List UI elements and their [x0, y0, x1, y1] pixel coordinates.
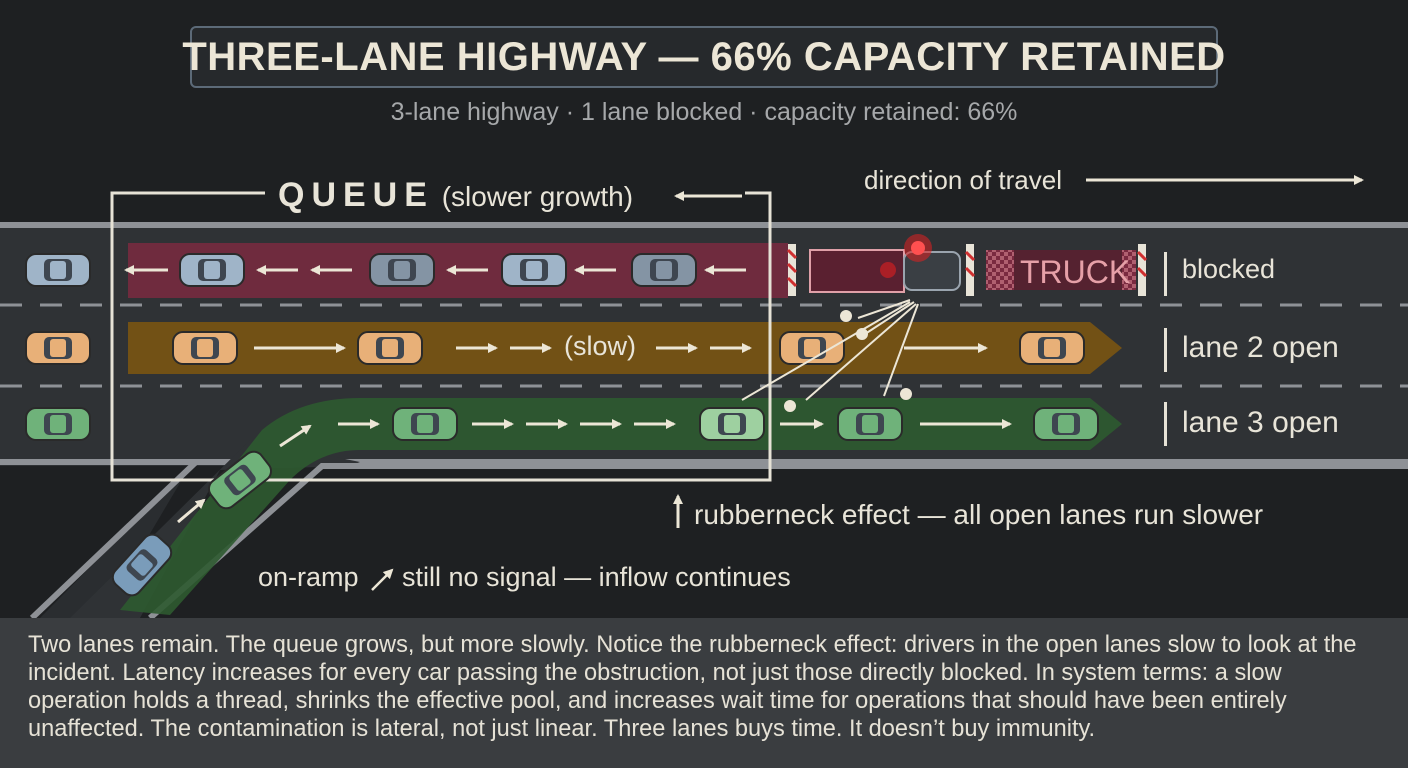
car — [1033, 407, 1099, 441]
car — [357, 331, 423, 365]
lane1-label: blocked — [1182, 254, 1276, 284]
car — [111, 533, 173, 597]
title-box: THREE-LANE HIGHWAY — 66% CAPACITY RETAIN… — [182, 26, 1225, 88]
rubberneck-label: rubberneck effect — all open lanes run s… — [694, 499, 1264, 530]
car — [837, 407, 903, 441]
car — [25, 331, 91, 365]
queue-word: QUEUE — [278, 176, 434, 214]
car — [631, 253, 697, 287]
car — [25, 253, 91, 287]
car — [501, 253, 567, 287]
direction-label: direction of travel — [864, 165, 1062, 195]
truck-body-hatch — [986, 250, 1014, 290]
car — [369, 253, 435, 287]
subtitle: 3-lane highway · 1 lane blocked · capaci… — [390, 98, 1018, 126]
lane2-label: lane 2 open — [1182, 331, 1339, 364]
description-panel: Two lanes remain. The queue grows, but m… — [0, 618, 1408, 768]
rubberneck-lines — [741, 299, 919, 412]
lane3-arrows — [177, 419, 1012, 524]
truck-label: TRUCK — [1020, 254, 1130, 290]
lane3-label: lane 3 open — [1182, 406, 1339, 439]
onramp-arrow-icon — [371, 568, 394, 591]
car — [699, 407, 765, 441]
incident: TRUCK — [786, 234, 1148, 296]
queue-box — [110, 191, 772, 482]
car — [207, 450, 273, 510]
description-text: Two lanes remain. The queue grows, but m… — [28, 632, 1357, 742]
car — [172, 331, 238, 365]
onramp-label-b: still no signal — inflow continues — [402, 562, 791, 592]
cars — [25, 253, 1099, 597]
car — [25, 407, 91, 441]
queue-label: QUEUE (slower growth) — [278, 176, 633, 215]
slow-label: (slow) — [564, 331, 636, 361]
onramp-label-a: on-ramp — [258, 562, 359, 592]
car — [1019, 331, 1085, 365]
lane3-band — [120, 398, 1122, 615]
lane-label-ticks — [1164, 252, 1167, 446]
queue-note: (slower growth) — [441, 181, 634, 212]
page-title: THREE-LANE HIGHWAY — 66% CAPACITY RETAIN… — [182, 34, 1226, 79]
car — [779, 331, 845, 365]
car — [392, 407, 458, 441]
eyes-icon — [840, 310, 852, 322]
car — [179, 253, 245, 287]
